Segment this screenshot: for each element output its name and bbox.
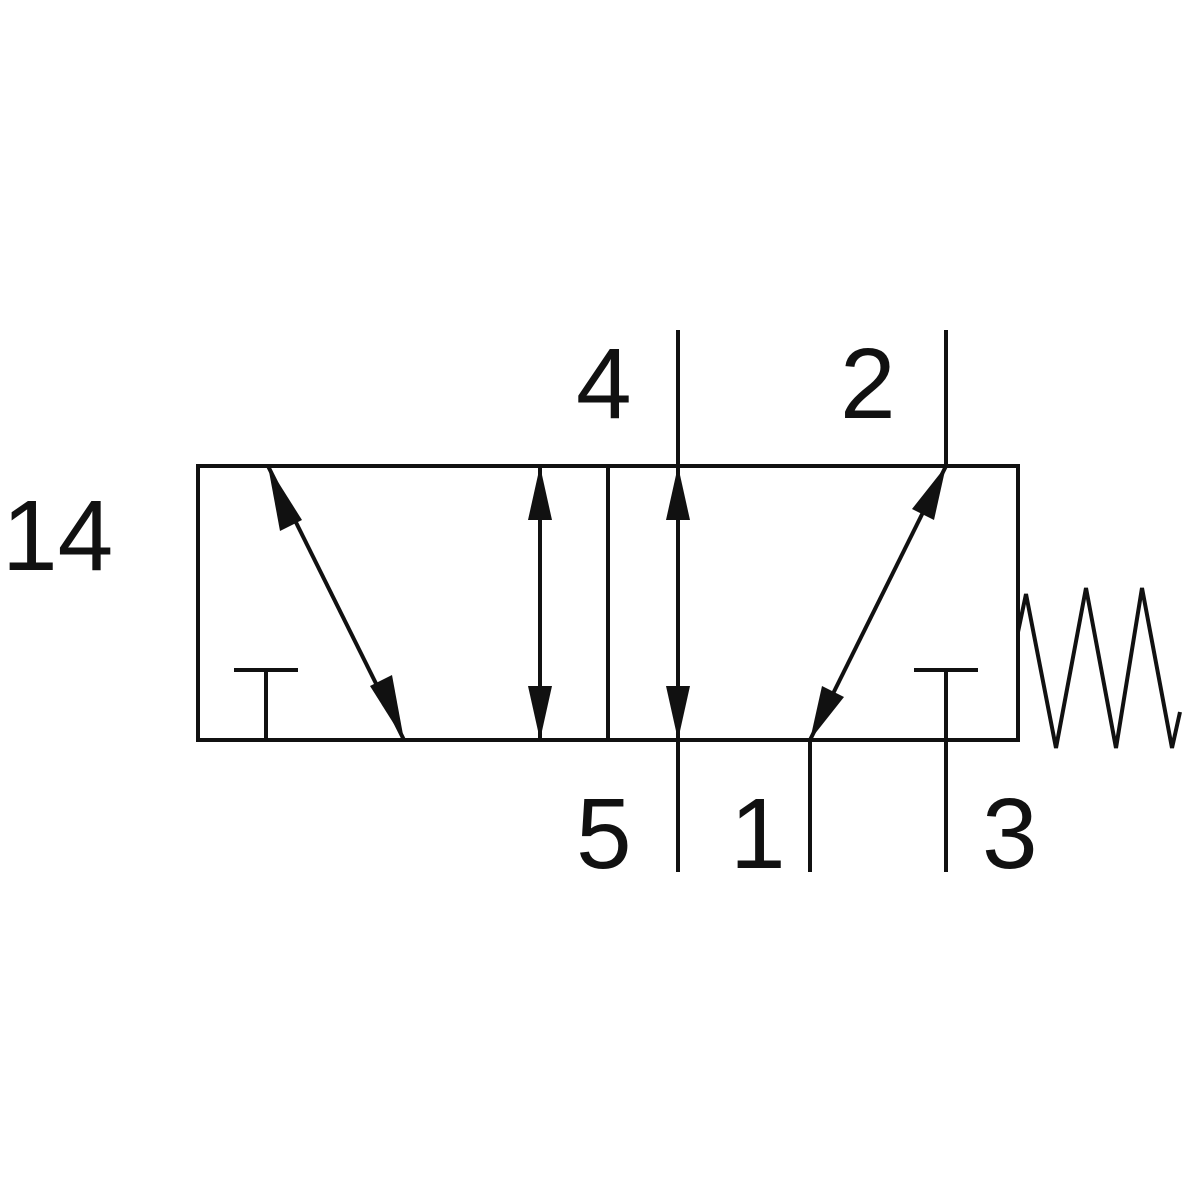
spring-return-icon	[1016, 587, 1182, 749]
right-position-box	[606, 464, 1020, 742]
port-2-label: 2	[840, 328, 896, 440]
port-5-label: 5	[576, 778, 632, 890]
closed-port-left-icon	[234, 668, 298, 740]
right-diagonal-flow-arrow	[808, 465, 948, 741]
port-4-label: 4	[576, 328, 632, 440]
left-vertical-flow-arrow	[528, 466, 552, 740]
port-1-label: 1	[730, 778, 786, 890]
port-3-label: 3	[982, 778, 1038, 890]
right-vertical-flow-arrow	[666, 466, 690, 740]
left-diagonal-flow-arrow	[266, 465, 406, 741]
pilot-port-label: 14	[2, 480, 113, 592]
